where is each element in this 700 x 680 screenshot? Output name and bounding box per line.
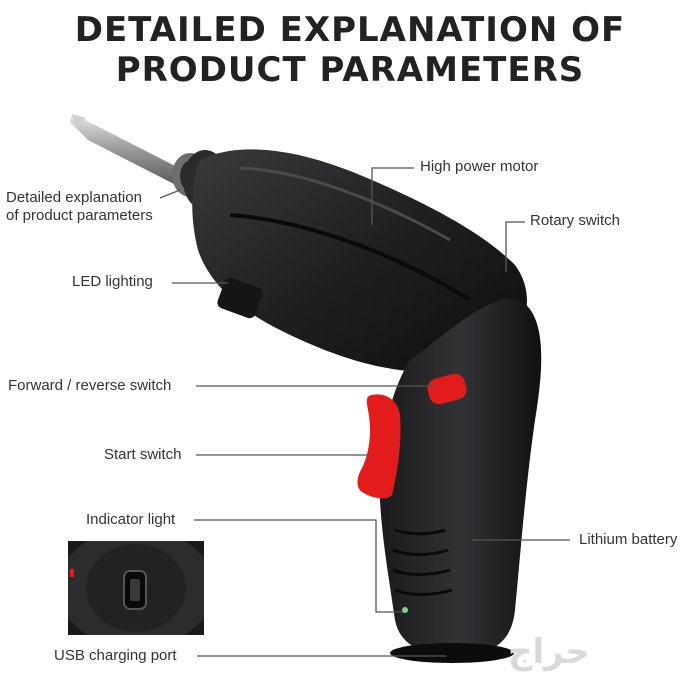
page-title-line-1: DETAILED EXPLANATION OF [74, 10, 626, 50]
forward-reverse-button [427, 373, 467, 405]
start-trigger [357, 394, 401, 499]
label-start-switch: Start switch [104, 446, 182, 463]
label-detailed-line-1: Detailed explanation [6, 189, 142, 206]
led-housing [217, 277, 263, 319]
usb-port-closeup [68, 541, 204, 635]
page-title-line-2: PRODUCT PARAMETERS [115, 50, 585, 90]
callout-indicator [194, 519, 403, 613]
motor-housing [192, 149, 527, 372]
label-high-power-motor: High power motor [420, 158, 539, 175]
label-rotary-switch: Rotary switch [530, 212, 621, 229]
handle-base [390, 643, 514, 663]
label-led-lighting: LED lighting [72, 273, 153, 290]
label-forward-reverse-switch: Forward / reverse switch [8, 377, 172, 394]
callout-detailed [159, 189, 181, 199]
watermark: حراج [508, 632, 590, 672]
callout-rotary [505, 221, 525, 272]
label-indicator-light: Indicator light [86, 511, 176, 528]
label-detailed-line-2: of product parameters [6, 207, 153, 224]
housing-ridge [239, 166, 451, 242]
usb-port-inset [68, 541, 204, 635]
label-usb-charging-port: USB charging port [54, 647, 177, 664]
grip-ribs [392, 528, 453, 596]
indicator-dot [402, 607, 408, 613]
label-detailed-explanation: Detailed explanation of product paramete… [6, 189, 153, 225]
handle [379, 298, 542, 655]
label-lithium-battery: Lithium battery [579, 531, 678, 548]
callout-motor [371, 167, 414, 225]
screwdriver-bit [70, 114, 183, 185]
